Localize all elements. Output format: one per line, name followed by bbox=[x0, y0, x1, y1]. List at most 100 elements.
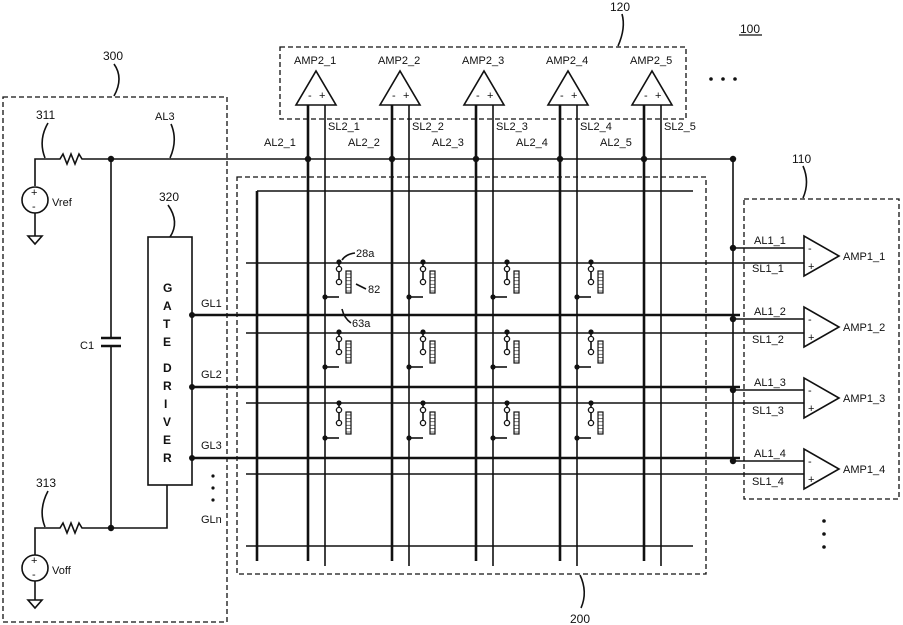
c1-bottom-node bbox=[108, 525, 114, 531]
gate-line-label-gln: GLn bbox=[201, 514, 222, 526]
amp1-minus: - bbox=[808, 385, 812, 397]
amp1-block-ref-label: 110 bbox=[792, 152, 811, 166]
pixel-cell bbox=[490, 329, 519, 369]
amp1-sl-label: SL1_1 bbox=[752, 263, 784, 275]
al2-node bbox=[557, 156, 563, 162]
amp1-plus: + bbox=[808, 403, 814, 415]
amp1-plus: + bbox=[808, 261, 814, 273]
amp2-al-label: AL2_3 bbox=[432, 137, 464, 149]
amp1-name-label: AMP1_2 bbox=[843, 322, 885, 334]
voff-plus: + bbox=[31, 555, 37, 567]
figure-ref-label: 100 bbox=[740, 22, 760, 36]
al2-node bbox=[305, 156, 311, 162]
panel-ref-label: 200 bbox=[570, 612, 590, 625]
amp2-minus: - bbox=[476, 90, 480, 102]
pixel-cell bbox=[490, 259, 519, 299]
node-313-label: 313 bbox=[36, 476, 56, 490]
gate-driver-ref-label: 320 bbox=[159, 190, 179, 204]
pixel-cell bbox=[322, 259, 351, 299]
voff-label: Voff bbox=[52, 565, 72, 577]
amp1-al-label: AL1_4 bbox=[754, 448, 786, 460]
vref-plus: + bbox=[31, 187, 37, 199]
vref-label: Vref bbox=[52, 197, 73, 209]
amp1-minus: - bbox=[808, 456, 812, 468]
amp2-2: AMP2_2-+AL2_2SL2_2 bbox=[348, 55, 444, 149]
amp2-name-label: AMP2_1 bbox=[294, 55, 336, 67]
svg-text:T: T bbox=[163, 317, 171, 331]
amp2-triangle bbox=[380, 71, 420, 105]
amp2-minus: - bbox=[392, 90, 396, 102]
amp1-sl-label: SL1_4 bbox=[752, 476, 784, 488]
cell-28a-label: 28a bbox=[356, 248, 375, 260]
amp2-name-label: AMP2_4 bbox=[546, 55, 588, 67]
amp2-al-label: AL2_4 bbox=[516, 137, 548, 149]
amp1-al-label: AL1_3 bbox=[754, 377, 786, 389]
amp1-name-label: AMP1_4 bbox=[843, 464, 885, 476]
panel-grid-lines bbox=[108, 105, 804, 566]
amp1-minus: - bbox=[808, 243, 812, 255]
voff-minus: - bbox=[32, 569, 36, 581]
driver-block-ref-label: 300 bbox=[103, 49, 123, 63]
amp2-amplifiers: AMP2_1-+AL2_1SL2_1AMP2_2-+AL2_2SL2_2 AMP2… bbox=[264, 55, 696, 149]
cell-63a-label: 63a bbox=[352, 318, 371, 330]
gate-driver-text: G A T E D R I V E R bbox=[163, 281, 172, 465]
panel-ref-leader bbox=[580, 575, 584, 608]
amp1-3: AMP1_3 - + AL1_3SL1_3 bbox=[752, 377, 885, 418]
amp1-name-label: AMP1_3 bbox=[843, 393, 885, 405]
al2-node bbox=[389, 156, 395, 162]
amp2-name-label: AMP2_3 bbox=[462, 55, 504, 67]
cell-28a-leader bbox=[342, 253, 355, 260]
driver-block-outline bbox=[3, 97, 227, 622]
al2-node bbox=[473, 156, 479, 162]
al3-label: AL3 bbox=[155, 111, 175, 123]
amp1-amplifiers: AMP1_1-+AL1_1SL1_1AMP1_2-+AL1_2SL1_2AMP1… bbox=[752, 235, 885, 489]
svg-text:A: A bbox=[163, 299, 172, 313]
amp1-sl-label: SL1_3 bbox=[752, 405, 784, 417]
amp2-triangle bbox=[296, 71, 336, 105]
pixel-cell bbox=[322, 329, 351, 369]
amp2-sl-label: SL2_2 bbox=[412, 121, 444, 133]
cell-82-leader bbox=[356, 284, 366, 289]
gate-line-node bbox=[189, 455, 195, 461]
pixel-cell bbox=[406, 400, 435, 440]
svg-text:E: E bbox=[163, 335, 171, 349]
c1-label: C1 bbox=[80, 340, 94, 352]
amp2-ellipsis bbox=[709, 77, 737, 81]
amp2-1: AMP2_1-+AL2_1SL2_1 bbox=[264, 55, 360, 149]
node-311-leader bbox=[42, 123, 48, 158]
pixel-cell bbox=[322, 400, 351, 440]
al3-wire bbox=[35, 154, 733, 460]
amp1-4: AMP1_4 - + AL1_4SL1_4 bbox=[752, 448, 885, 489]
amp1-2: AMP1_2-+AL1_2SL1_2 bbox=[752, 306, 885, 347]
voff-wire bbox=[35, 485, 167, 555]
svg-text:I: I bbox=[164, 397, 167, 411]
amp2-sl-label: SL2_1 bbox=[328, 121, 360, 133]
driver-block-ref-leader bbox=[114, 64, 119, 96]
svg-text:G: G bbox=[163, 281, 172, 295]
gate-line-label-gl2: GL2 bbox=[201, 369, 222, 381]
al1-node bbox=[730, 458, 736, 464]
amp2-name-label: AMP2_5 bbox=[630, 55, 672, 67]
al1-node bbox=[730, 387, 736, 393]
cell-82-label: 82 bbox=[368, 284, 380, 296]
amp2-sl-label: SL2_5 bbox=[664, 121, 696, 133]
amp1-al-label: AL1_2 bbox=[754, 306, 786, 318]
amp1-plus: + bbox=[808, 474, 814, 486]
vref-ground-icon bbox=[28, 236, 42, 244]
pixel-cell bbox=[574, 259, 603, 299]
pixel-cell bbox=[406, 259, 435, 299]
al2-node bbox=[641, 156, 647, 162]
amp1-block-ref-leader bbox=[803, 166, 807, 198]
node-311-label: 311 bbox=[36, 108, 55, 122]
amp1-sl-label: SL1_2 bbox=[752, 334, 784, 346]
svg-text:D: D bbox=[163, 361, 172, 375]
gate-driver-ref-leader bbox=[168, 205, 175, 237]
amp2-block-ref-leader bbox=[618, 14, 623, 46]
amp1-minus: - bbox=[808, 314, 812, 326]
al3-corner-node bbox=[730, 156, 736, 162]
pixel-cell bbox=[406, 329, 435, 369]
amp2-3: AMP2_3-+AL2_3SL2_3 bbox=[432, 55, 528, 149]
gate-line-node bbox=[189, 384, 195, 390]
gate-line-label-gl3: GL3 bbox=[201, 440, 222, 452]
c1-top-node bbox=[108, 156, 114, 162]
